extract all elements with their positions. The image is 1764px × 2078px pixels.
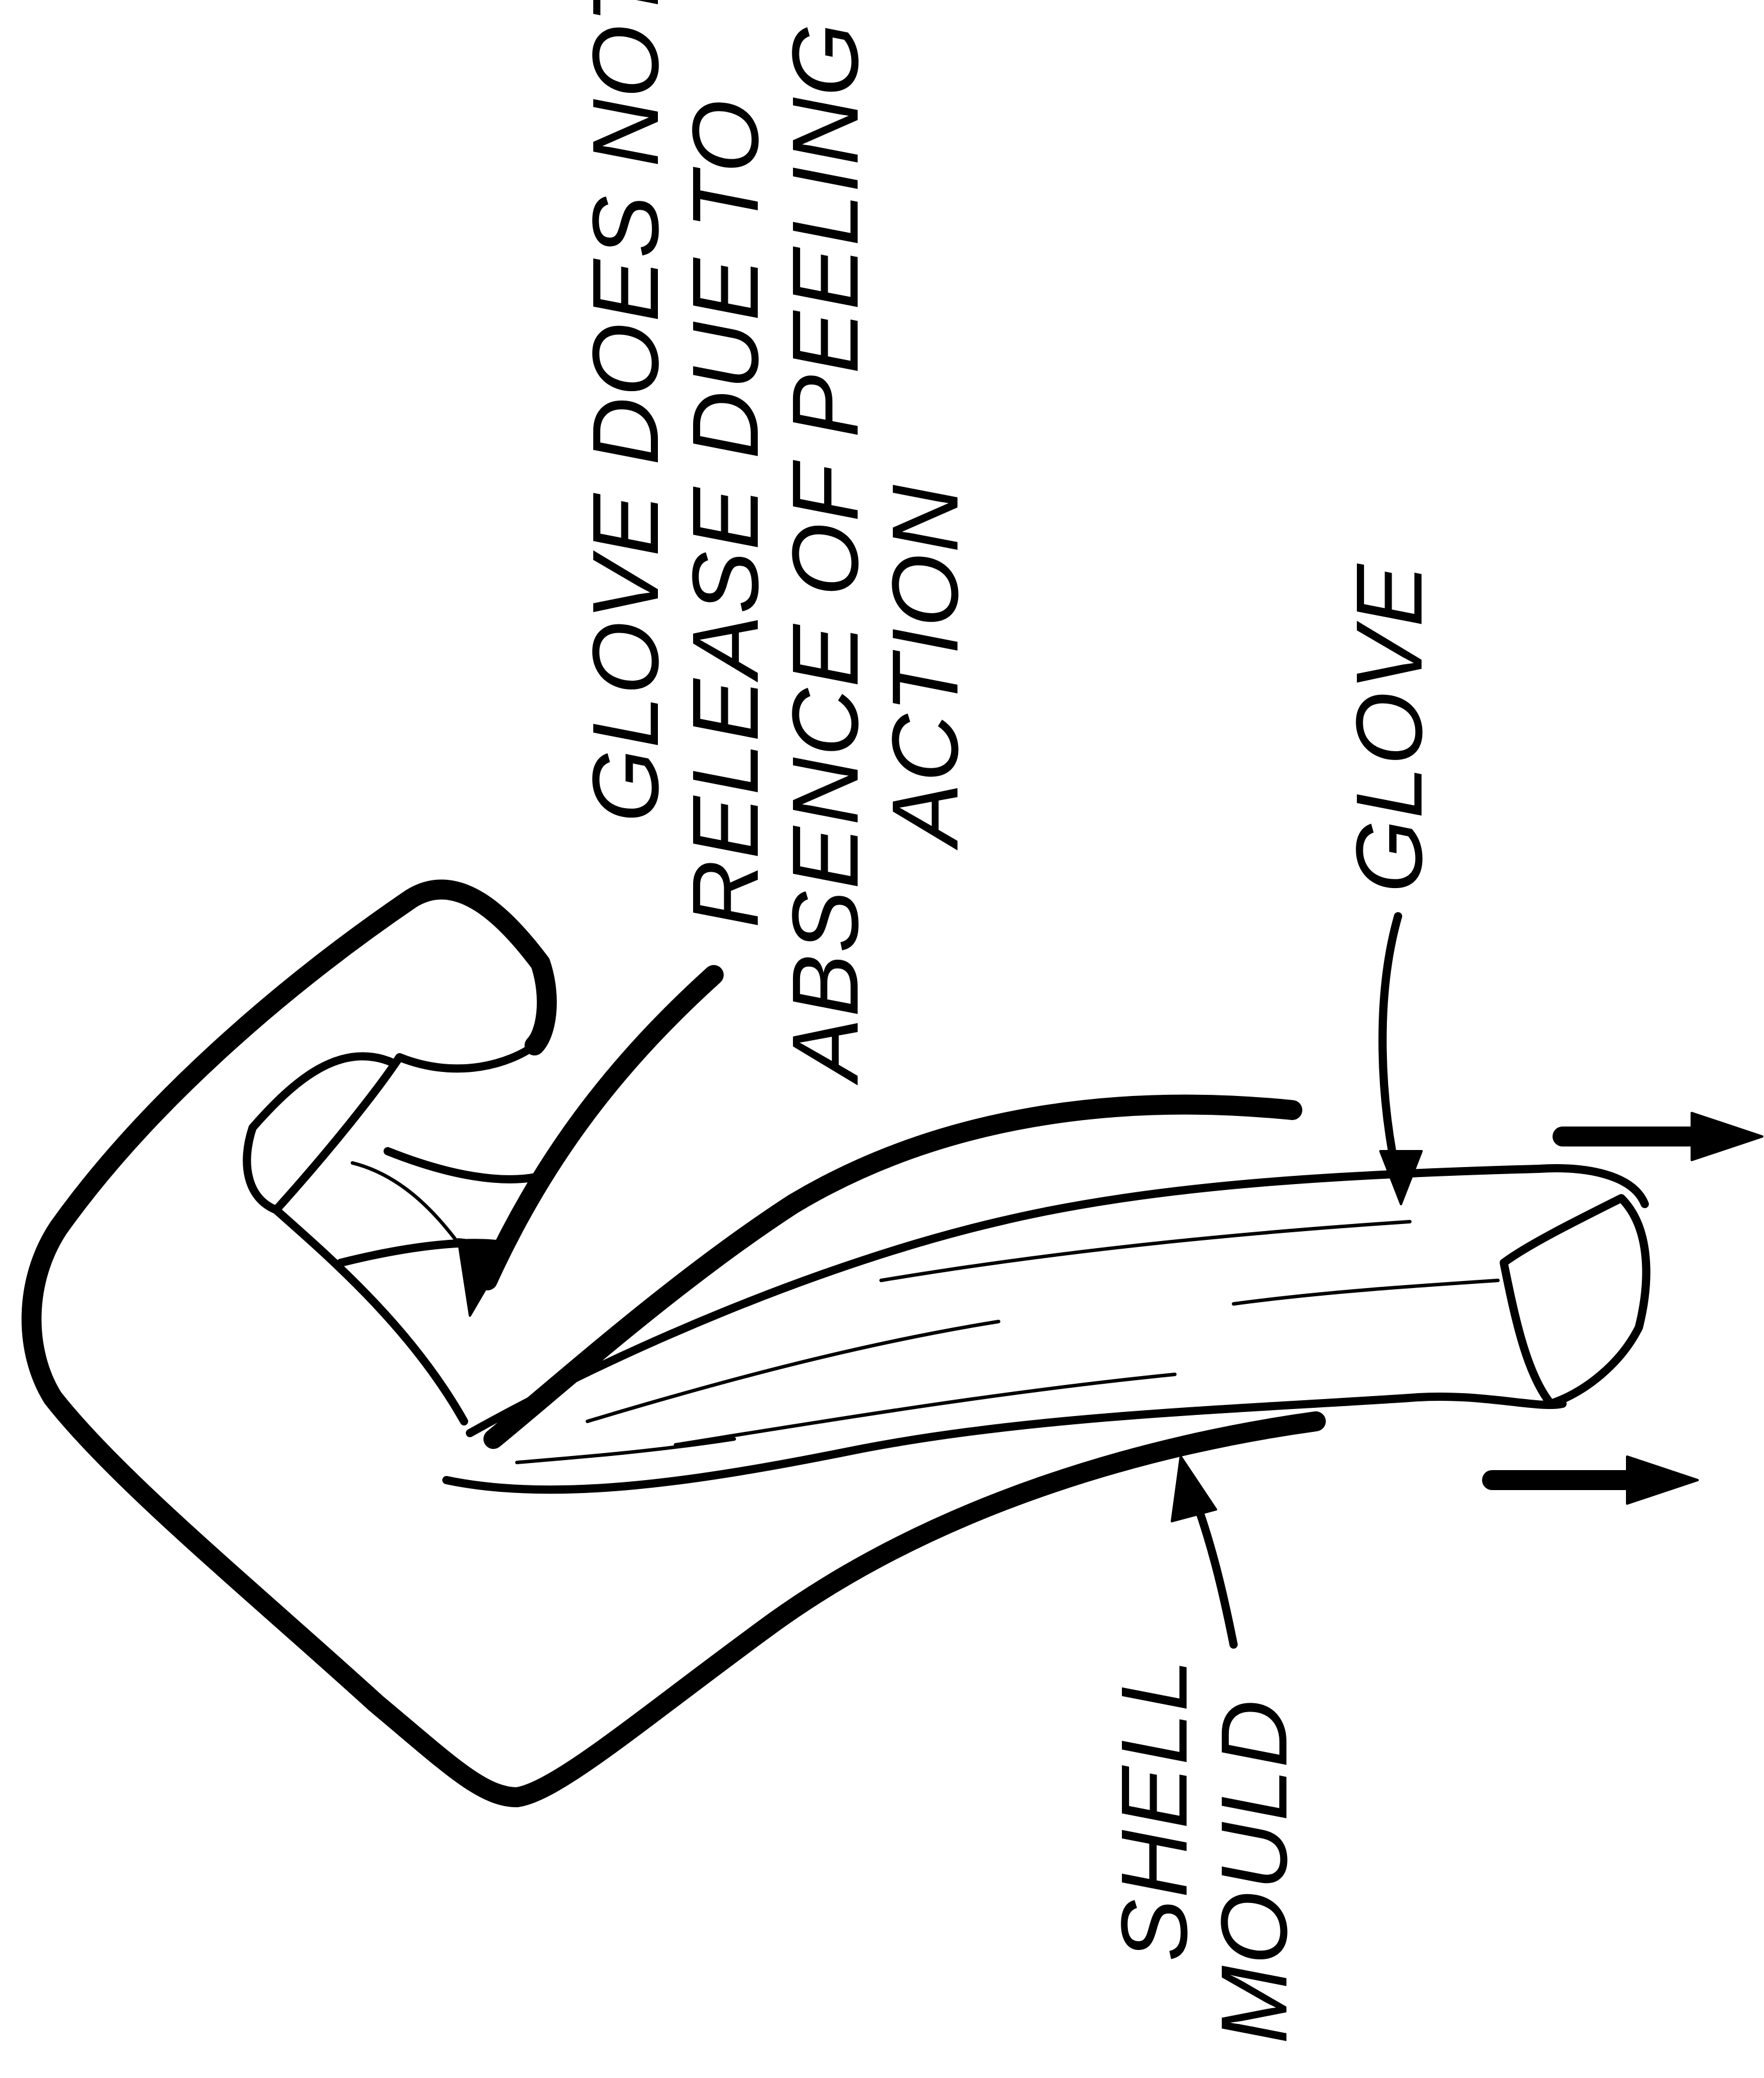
- glove-elbow-fold: [247, 1056, 394, 1210]
- pull-arrow-top-head: [1692, 1113, 1762, 1160]
- glove-pointer-line: [1383, 916, 1398, 1181]
- label-line-3: ABSENCE OF PEELING: [772, 22, 878, 1085]
- pull-arrow-bottom-head: [1627, 1457, 1698, 1504]
- peeling-pointer-arrowhead: [458, 1239, 511, 1316]
- label-shell: SHELL: [1101, 1658, 1207, 1962]
- label-glove: GLOVE: [1336, 563, 1442, 893]
- glove-cuff: [1504, 1198, 1646, 1404]
- shell-mould-pointer-arrowhead: [1172, 1457, 1216, 1521]
- glove-outline-lower: [446, 1397, 1563, 1489]
- label-glove-does-not-release: GLOVE DOES NOT RELEASE DUE TO ABSENCE OF…: [573, 0, 977, 1085]
- glove-texture-1: [587, 1322, 999, 1421]
- label-shell-mould: SHELL MOULD: [1101, 1658, 1306, 2044]
- peeling-pointer-line: [488, 975, 714, 1280]
- label-line-2: RELEASE DUE TO: [673, 99, 778, 928]
- label-line-1: GLOVE DOES NOT: [573, 0, 678, 822]
- glove-texture-6: [352, 1163, 464, 1251]
- label-mould: MOULD: [1201, 1699, 1306, 2044]
- shell-mould-inner-upper: [493, 1105, 1292, 1439]
- label-line-4: ACTION: [872, 484, 977, 850]
- glove-texture-4: [1234, 1280, 1498, 1304]
- glove-texture-5: [517, 1439, 734, 1462]
- elbow-pointer-thin-1: [388, 1151, 546, 1179]
- shell-mould-inner-elbow: [276, 1045, 535, 1421]
